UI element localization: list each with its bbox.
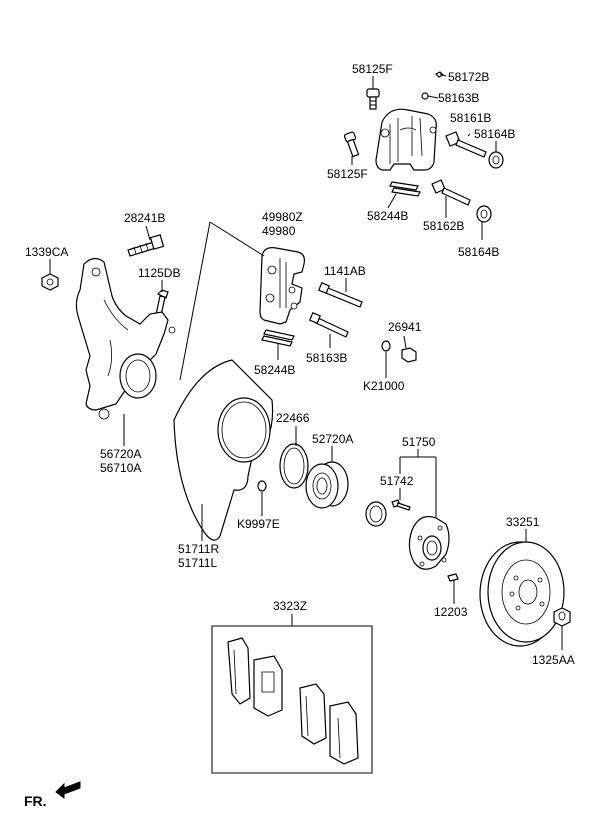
label-52720A: 52720A [312, 432, 353, 446]
clips-58244B-top [389, 181, 421, 197]
nut-1339CA [41, 273, 59, 291]
label-58125F-bottom: 58125F [327, 167, 368, 181]
label-58164B-top: 58164B [474, 127, 515, 141]
nut-26941 [401, 347, 417, 363]
leader-lines [49, 73, 563, 650]
wheel-bolt-51742 [391, 499, 411, 511]
dust-shield-51711 [173, 359, 274, 541]
label-1141AB: 1141AB [324, 264, 366, 278]
label-1125DB: 1125DB [138, 266, 180, 280]
caliper-carrier-49980 [259, 247, 305, 325]
label-58162B: 58162B [423, 219, 464, 233]
bleeder-58163B-top [421, 92, 429, 100]
label-58161B: 58161B [450, 111, 491, 125]
label-58244B-top: 58244B [367, 209, 408, 223]
clips-58244B-mid [261, 329, 295, 347]
label-51750: 51750 [402, 435, 436, 449]
nut-1325AA [553, 607, 571, 627]
bolt-28241B [127, 234, 165, 257]
screw-12203 [447, 573, 459, 582]
label-51742: 51742 [380, 474, 414, 488]
brake-pad-1 [227, 637, 251, 705]
bolt-58163B-mid [309, 312, 349, 338]
label-1339CA: 1339CA [25, 245, 68, 259]
wheel-bearing-52720A [305, 461, 349, 509]
label-28241B: 28241B [124, 211, 165, 225]
label-3323Z: 3323Z [273, 599, 307, 613]
guide-pin-58161B [445, 131, 487, 158]
bolt-58125F-top [366, 88, 380, 110]
label-58164B-bottom: 58164B [458, 245, 499, 259]
label-56710A: 56710A [100, 461, 141, 475]
brake-pad-3 [299, 683, 327, 745]
front-arrow-icon [55, 781, 81, 799]
snap-ring-22466 [279, 443, 309, 489]
front-orientation-marker: FR. [24, 781, 81, 809]
knuckle-carrier-guide-lines [179, 221, 265, 381]
caliper-body [375, 108, 437, 171]
wheel-hub-51750 [408, 515, 450, 570]
label-51711R: 51711R [178, 542, 219, 556]
label-56720A: 56720A [100, 447, 141, 461]
boot-58164B-top [488, 151, 504, 169]
label-58172B: 58172B [448, 70, 489, 84]
boot-58164B-bottom [476, 205, 492, 223]
label-58244B-mid: 58244B [254, 363, 295, 377]
label-58163B-top: 58163B [438, 91, 479, 105]
label-49980: 49980 [262, 224, 296, 238]
label-1325AA: 1325AA [532, 653, 575, 667]
front-label: FR. [24, 793, 47, 809]
seal-ring [365, 501, 387, 527]
label-26941: 26941 [388, 320, 422, 334]
label-33251: 33251 [506, 515, 540, 529]
screw-K9997E [257, 480, 267, 492]
label-12203: 12203 [434, 605, 468, 619]
label-58163B-mid: 58163B [306, 351, 347, 365]
bolt-58125F-bottom [343, 131, 360, 158]
brake-disc-33251 [479, 541, 565, 647]
part-labels: 58125F 58172B 58163B 58161B 58164B 58125… [25, 62, 575, 667]
steering-knuckle-56720A [75, 257, 176, 420]
brake-pad-4 [329, 701, 359, 765]
brake-pad-2 [253, 655, 283, 717]
label-49980Z: 49980Z [262, 210, 303, 224]
caliper-assembly-top [343, 71, 504, 223]
bolt-1141AB [318, 282, 363, 308]
label-22466: 22466 [276, 411, 310, 425]
washer-K21000 [381, 340, 391, 352]
label-K21000: K21000 [363, 379, 405, 393]
label-K9997E: K9997E [237, 517, 280, 531]
label-58125F-top: 58125F [352, 62, 393, 76]
guide-pin-58162B [431, 179, 471, 206]
label-51711L: 51711L [178, 556, 217, 570]
